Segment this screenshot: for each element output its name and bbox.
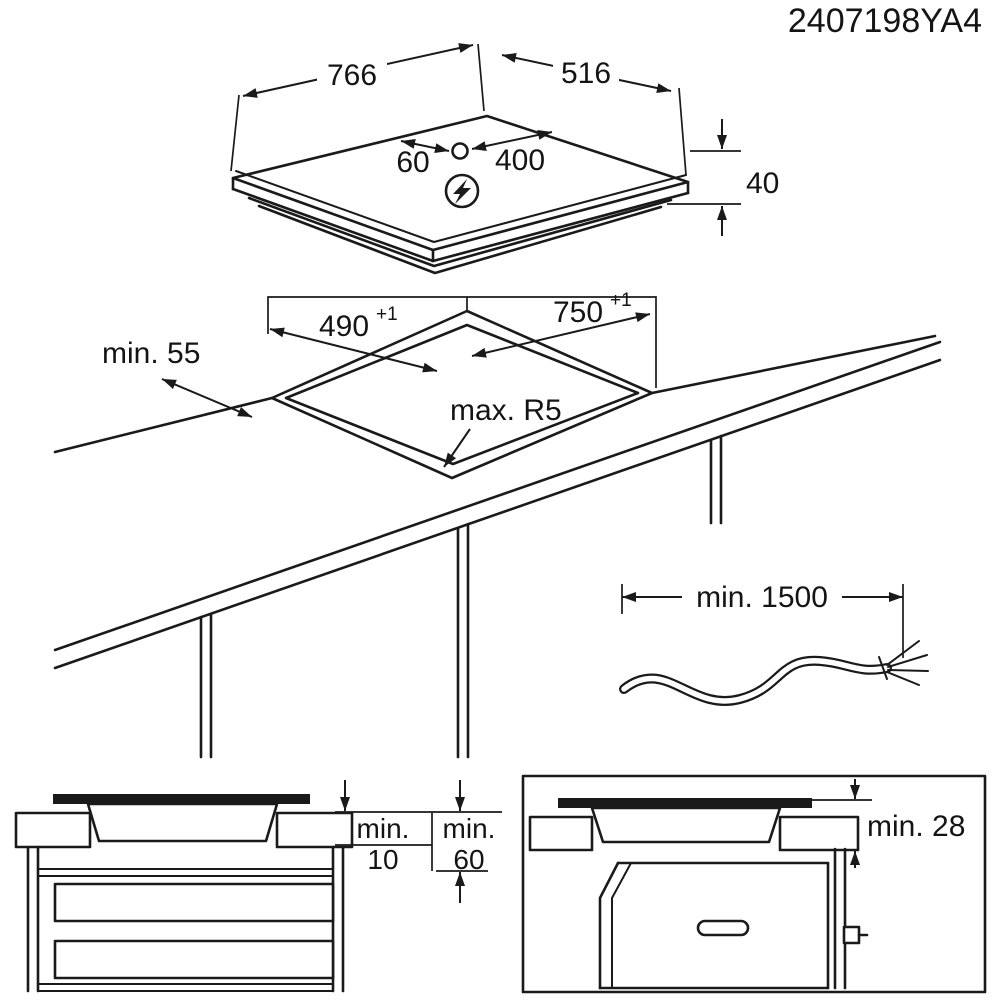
power-cable-drawing: min. 1500 [619,581,929,706]
drawer-min-word-1: min. [357,813,410,844]
dimension-oven-clearance: min. 28 [812,779,965,868]
worktop-right-block [275,811,354,849]
lightning-bolt-icon [444,173,480,209]
oven-clearance-label: min. 28 [867,810,965,843]
hob-glass-section [53,794,310,804]
cutout-width-tolerance: +1 [610,290,632,311]
cable-gland [451,142,469,160]
built-under-oven [598,861,830,990]
dimension-hob-depth: 516 [501,53,672,93]
hob-width-label: 766 [327,59,377,92]
dimension-hob-thickness: 40 [667,119,779,236]
cable-frayed-end [886,640,929,686]
corner-radius-label: max. R5 [450,394,562,427]
worktop-right-block-oven [778,815,860,852]
drawer-front-2 [53,939,335,980]
table-leg-middle [456,522,470,759]
dimension-cutout-depth: 490 +1 [269,304,438,373]
drawer-gap-value: 10 [367,844,398,875]
hob-glass-section-oven [558,798,812,808]
oven-handle [696,919,750,937]
dimension-corner-radius: max. R5 [443,394,562,468]
rear-clearance-label: min. 55 [102,337,200,370]
cabinet-carcass [26,845,345,993]
dimension-cutout-width: 750 +1 [471,290,651,358]
dimension-cable-offset-right: 400 [471,130,553,177]
hob-body-section-oven [590,806,782,844]
worktop-cutout-view: 490 +1 750 +1 min. 55 max. R5 [102,290,657,480]
cutout-width-label: 750 [553,296,603,329]
drawer-clearance-value: 60 [453,844,484,875]
cable-length-label: min. 1500 [696,581,828,614]
hob-thickness-label: 40 [746,167,779,200]
dimension-hob-width: 766 [242,43,474,98]
cable-offset-right-label: 400 [495,144,545,177]
cutout-depth-label: 490 [319,310,369,343]
hob-body-section [86,802,279,843]
dimension-rear-clearance: min. 55 [102,337,253,418]
table-leg-right [709,434,723,525]
drawer-front-1 [53,882,335,923]
hob-isometric-view: 766 516 60 400 40 [230,43,779,275]
cutout-depth-tolerance: +1 [376,304,398,325]
drawer-min-word-2: min. [443,813,496,844]
oven-view-border [521,774,987,994]
dimension-drawer-clearances: min. 10 min. 60 [335,780,502,903]
oven-installation-view: min. 28 [521,774,987,994]
cabinet-side-panel [833,847,869,990]
doc-number: 2407198YA4 [788,2,982,40]
worktop-left-block [14,811,92,849]
table-leg-left [199,612,213,759]
dimension-cable-offset-left: 60 [396,138,450,179]
mounting-knob [842,925,861,945]
drawer-installation-view: min. 10 min. 60 [14,780,502,993]
hob-depth-label: 516 [561,57,611,90]
cable-offset-left-label: 60 [396,146,429,179]
worktop-left-block-oven [528,815,594,852]
